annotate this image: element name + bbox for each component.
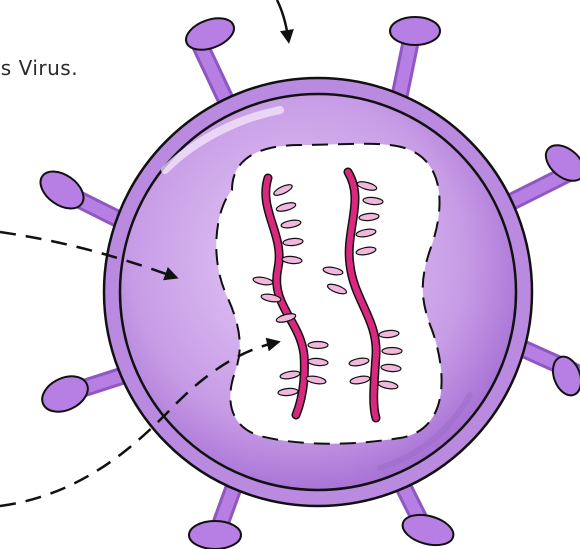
spike-right-bottom <box>515 345 580 399</box>
spike-right-top <box>505 138 580 205</box>
spike-left-top <box>34 164 130 225</box>
arrow-top <box>277 0 288 37</box>
viral-core <box>216 144 441 444</box>
